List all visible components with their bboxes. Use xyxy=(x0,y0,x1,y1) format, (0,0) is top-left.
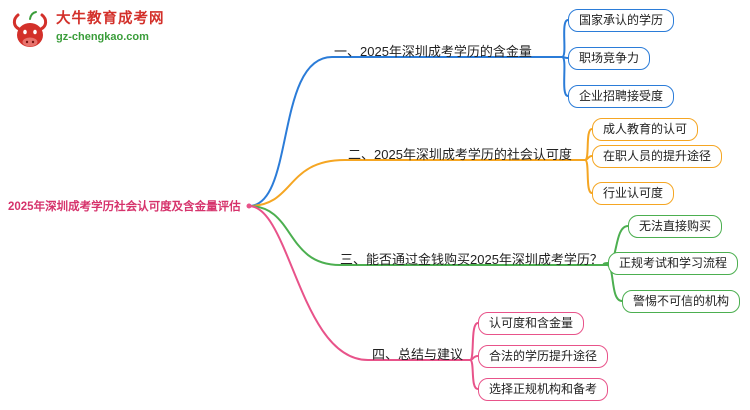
site-title: 大牛教育成考网 xyxy=(56,11,165,27)
site-url: gz-chengkao.com xyxy=(56,31,149,44)
child-node: 认可度和含金量 xyxy=(478,312,585,335)
branch-4-label: 四、总结与建议 xyxy=(372,347,464,362)
branch-3-child-2-connector xyxy=(602,262,609,266)
site-logo[interactable]: 大牛教育成考网 gz-chengkao.com xyxy=(10,10,165,52)
branch-4-child-1-connector xyxy=(469,322,479,361)
branch-2-line xyxy=(248,159,586,207)
root-junction-dot xyxy=(246,203,252,209)
child-node: 选择正规机构和备考 xyxy=(478,378,609,401)
branch-1-child-3-connector xyxy=(561,56,569,97)
child-node: 正规考试和学习流程 xyxy=(608,252,739,275)
child-node: 职场竞争力 xyxy=(568,47,651,70)
branch-1-label: 一、2025年深圳成考学历的含金量 xyxy=(334,44,532,59)
branch-2-label: 二、2025年深圳成考学历的社会认可度 xyxy=(348,147,572,162)
branch-1-line xyxy=(248,56,563,207)
branch-4-line xyxy=(248,205,471,361)
branch-1-child-1-connector xyxy=(561,19,569,58)
child-node: 无法直接购买 xyxy=(628,215,723,238)
child-node: 在职人员的提升途径 xyxy=(592,145,723,168)
branch-3-label: 三、能否通过金钱购买2025年深圳成考学历？ xyxy=(340,252,603,267)
child-node: 企业招聘接受度 xyxy=(568,85,675,108)
child-node: 合法的学历提升途径 xyxy=(478,345,609,368)
branch-3-line xyxy=(248,205,608,266)
child-node: 国家承认的学历 xyxy=(568,9,675,32)
branch-4-child-3-connector xyxy=(469,359,479,390)
child-node: 成人教育的认可 xyxy=(592,118,699,141)
child-node: 行业认可度 xyxy=(592,182,675,205)
branch-2-child-3-connector xyxy=(584,159,593,194)
bull-icon xyxy=(12,11,48,47)
child-node: 警惕不可信的机构 xyxy=(622,290,741,313)
root-node: 2025年深圳成考学历社会认可度及含金量评估 xyxy=(8,201,241,213)
